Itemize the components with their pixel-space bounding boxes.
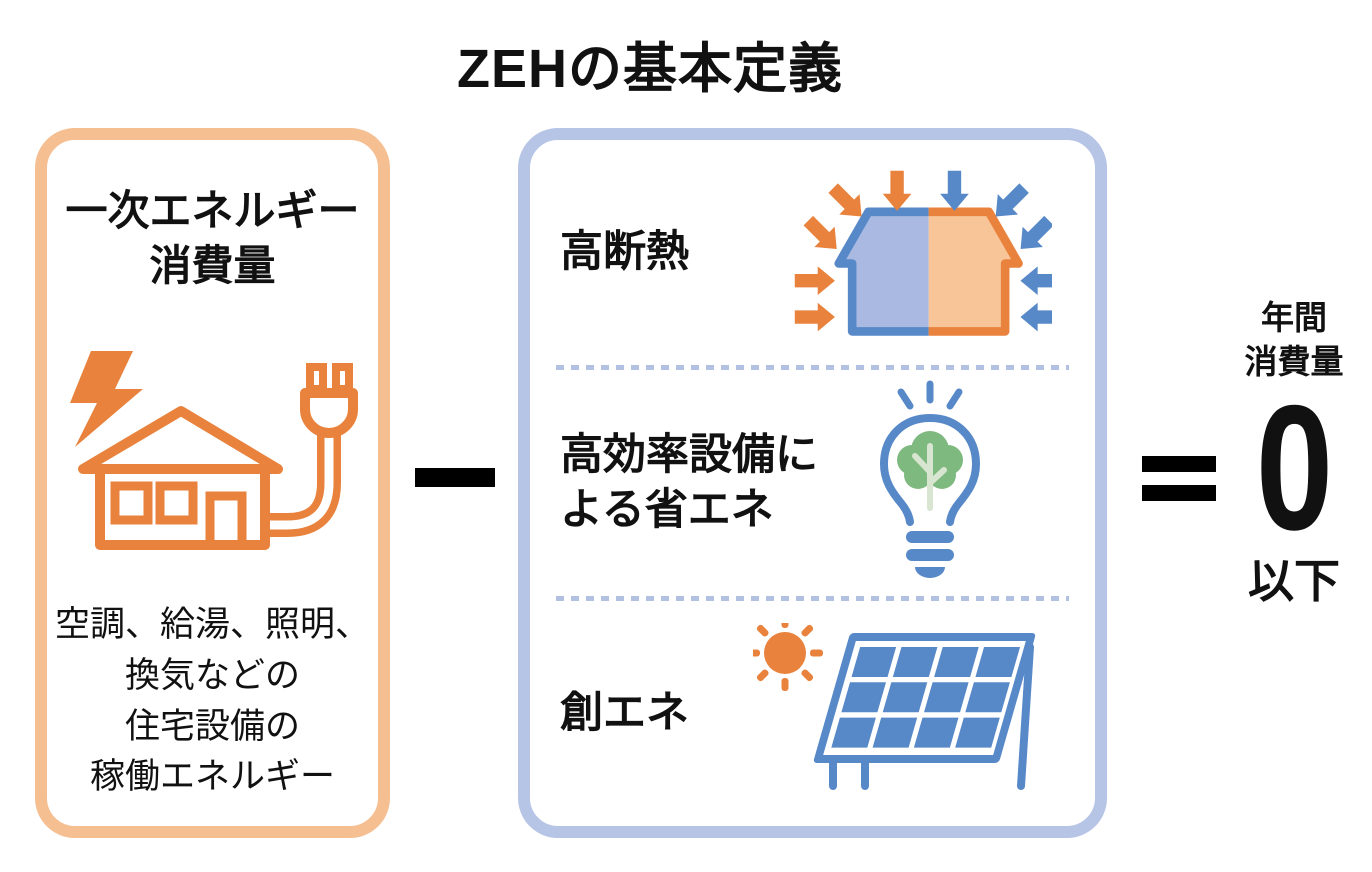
row-energy-saving: 高効率設備に よる省エネ: [530, 370, 1095, 595]
equals-operator: [1142, 456, 1216, 501]
insulated-house-icon: [794, 170, 1052, 336]
energy-house-plug-icon: [70, 351, 358, 551]
high-insulation-label: 高断熱: [560, 228, 689, 277]
zero-value: 0: [1255, 368, 1333, 568]
row-high-insulation: 高断熱: [530, 140, 1095, 365]
energy-creation-label: 創エネ: [560, 688, 689, 737]
eco-bulb-icon: [879, 380, 981, 579]
primary-energy-box: 一次エネルギー 消費量 空調、給湯、照明、 換気などの 住宅設備の 稼働エネルギ…: [35, 128, 390, 838]
row-energy-creation: 創エネ: [530, 601, 1095, 826]
dotted-divider: [556, 365, 1069, 371]
result-column: 年間 消費量 0 以下: [1228, 296, 1360, 611]
energy-saving-label: 高効率設備に よる省エネ: [560, 430, 818, 534]
minus-operator: [415, 468, 495, 487]
page-title: ZEHの基本定義: [457, 39, 843, 99]
primary-energy-description: 空調、給湯、照明、 換気などの 住宅設備の 稼働エネルギー: [54, 605, 370, 797]
annual-consumption-label: 年間 消費量: [1244, 299, 1344, 380]
primary-energy-heading: 一次エネルギー 消費量: [65, 187, 360, 289]
or-less-label: 以下: [1248, 555, 1340, 608]
measures-box: 高断熱: [518, 128, 1107, 838]
sun-solar-panel-icon: [753, 623, 1036, 791]
dotted-divider: [556, 595, 1069, 601]
